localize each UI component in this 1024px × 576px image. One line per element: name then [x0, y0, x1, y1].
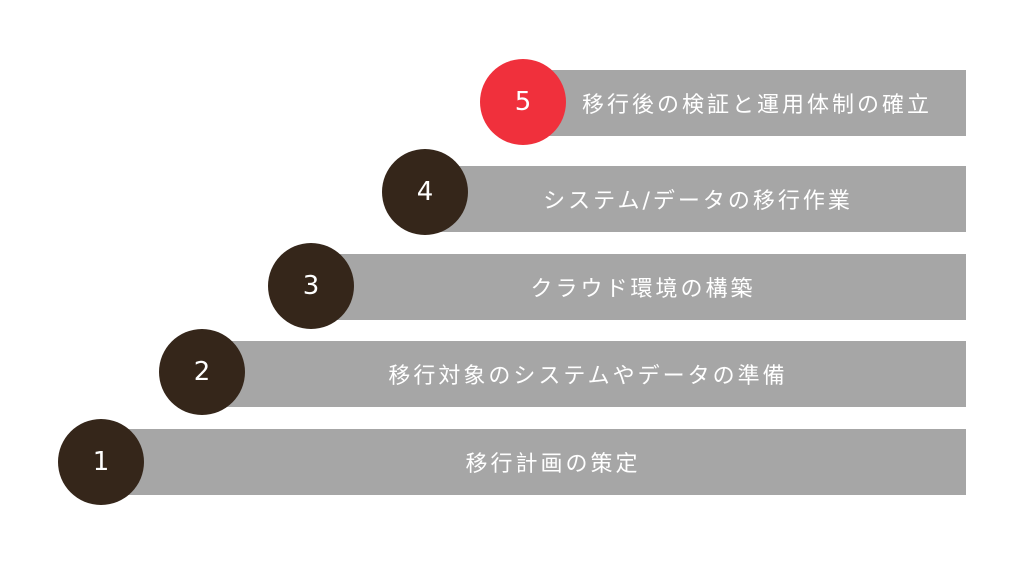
step-number-circle-1: 1	[58, 419, 144, 505]
step-bar-3: クラウド環境の構築	[320, 254, 966, 320]
step-label-3: クラウド環境の構築	[530, 277, 756, 302]
step-bar-5: 移行後の検証と運用体制の確立	[540, 70, 966, 136]
step-label-4: システム/データの移行作業	[543, 189, 853, 214]
step-label-2: 移行対象のシステムやデータの準備	[388, 364, 788, 389]
step-number-3: 3	[302, 271, 320, 301]
step-number-1: 1	[92, 447, 110, 477]
step-number-circle-4: 4	[382, 149, 468, 235]
step-number-circle-5-highlighted: 5	[480, 59, 566, 145]
step-bar-2: 移行対象のシステムやデータの準備	[210, 341, 966, 407]
step-number-4: 4	[416, 177, 434, 207]
step-bar-1: 移行計画の策定	[120, 429, 966, 495]
step-number-5: 5	[514, 87, 532, 117]
step-label-5: 移行後の検証と運用体制の確立	[581, 93, 932, 118]
step-number-2: 2	[193, 357, 211, 387]
step-number-circle-3: 3	[268, 243, 354, 329]
step-number-circle-2: 2	[159, 329, 245, 415]
step-label-1: 移行計画の策定	[465, 452, 641, 477]
step-bar-4: システム/データの移行作業	[430, 166, 966, 232]
